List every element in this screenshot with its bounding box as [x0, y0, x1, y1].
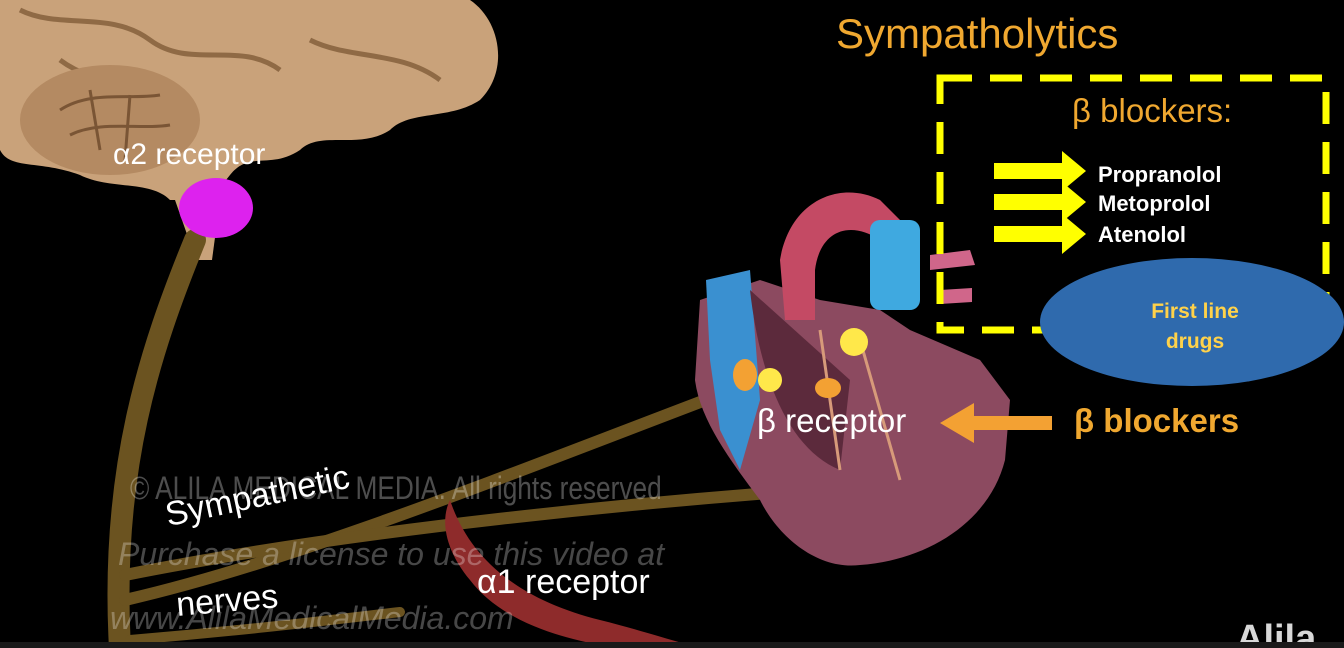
first-line-text: First line drugs: [1060, 297, 1330, 357]
arrow-icon-propranolol: [994, 151, 1086, 191]
beta-blockers-label: β blockers: [1074, 402, 1239, 440]
beta-blockers-heading: β blockers:: [1072, 92, 1232, 130]
watermark-url: www.AlilaMedicalMedia.com: [110, 600, 514, 637]
heart-illustration: [695, 193, 1010, 566]
alpha1-receptor-label: α1 receptor: [477, 563, 650, 602]
drug-propranolol: Propranolol: [1098, 162, 1221, 188]
page-title: Sympatholytics: [836, 10, 1118, 58]
drug-metoprolol: Metoprolol: [1098, 191, 1210, 217]
drug-arrows: [994, 151, 1086, 254]
alpha2-receptor-label: α2 receptor: [113, 138, 265, 172]
video-bottom-bar: [0, 642, 1344, 648]
first-line-line2: drugs: [1060, 327, 1330, 357]
beta-receptor-label: β receptor: [757, 402, 906, 440]
arrow-icon-atenolol: [994, 214, 1086, 254]
arrow-icon-metoprolol: [994, 182, 1086, 222]
alpha2-receptor-dot: [179, 178, 253, 238]
first-line-line1: First line: [1060, 297, 1330, 327]
drug-atenolol: Atenolol: [1098, 222, 1186, 248]
